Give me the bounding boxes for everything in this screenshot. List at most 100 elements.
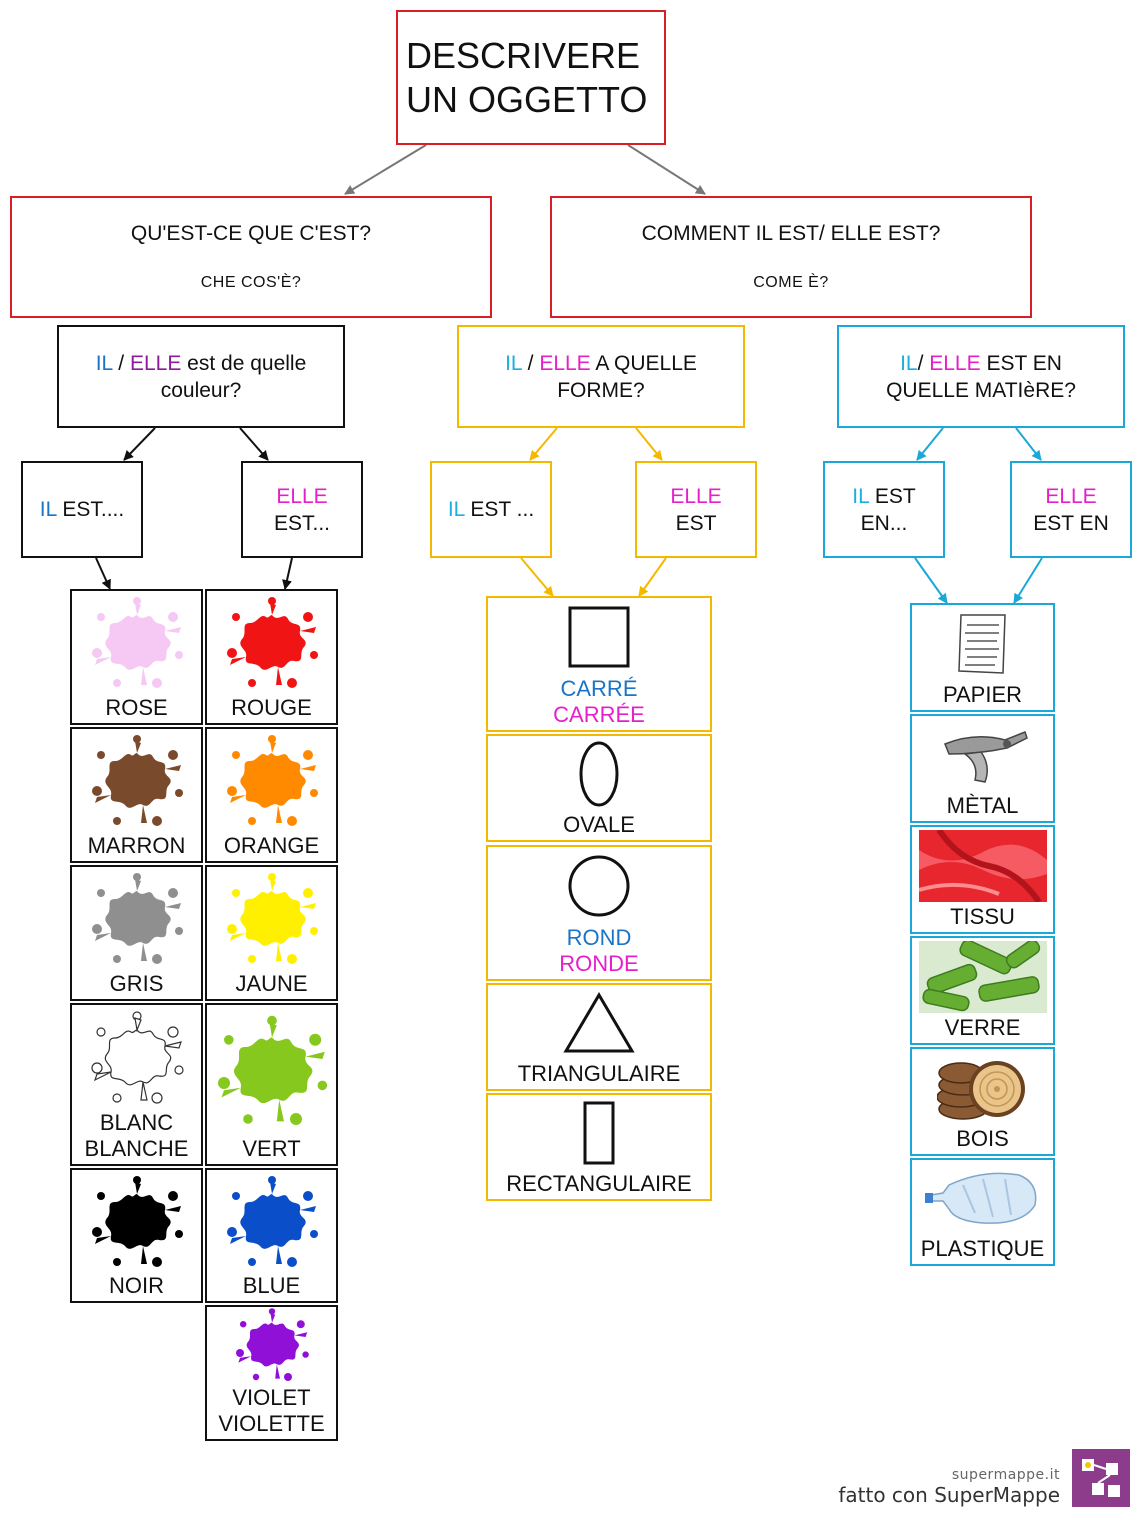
material-question: IL/ ELLE EST EN QUELLE MATIèRE? bbox=[837, 325, 1125, 428]
material-card-tissu: TISSU bbox=[910, 825, 1055, 934]
shape-label: TRIANGULAIRE bbox=[517, 1061, 681, 1086]
root-concept: DESCRIVERE UN OGGETTO bbox=[396, 10, 666, 145]
colour-card-jaune: JAUNE bbox=[205, 865, 338, 1001]
question-what-is-it: QU'EST-CE QUE C'EST? CHE COS'È? bbox=[10, 196, 492, 318]
question-how-is-it: COMMENT IL EST/ ELLE EST? COME È? bbox=[550, 196, 1032, 318]
material-card-verre: VERRE bbox=[910, 936, 1055, 1045]
footer-credit: supermappe.it fatto con SuperMappe bbox=[838, 1467, 1060, 1507]
colour-elle-est: ELLE EST... bbox=[241, 461, 363, 558]
colour-label-2: VIOLETTE bbox=[218, 1411, 325, 1436]
question-what-it: CHE COS'È? bbox=[200, 274, 302, 291]
splat-icon bbox=[207, 1005, 336, 1136]
colour-card-noir: NOIR bbox=[70, 1168, 203, 1303]
root-line-2: UN OGGETTO bbox=[406, 78, 648, 120]
separator: / bbox=[521, 351, 540, 375]
il-word: IL bbox=[900, 351, 918, 375]
shape-question: IL / ELLE A QUELLE FORME? bbox=[457, 325, 745, 428]
shape-card-rectangulaire: RECTANGULAIRE bbox=[486, 1093, 712, 1201]
shape-label-masc: CARRÉ bbox=[560, 676, 638, 701]
material-elle-est-en: ELLE EST EN bbox=[1010, 461, 1132, 558]
colour-card-vert: VERT bbox=[205, 1003, 338, 1166]
en-text: EN... bbox=[860, 511, 908, 535]
colour-label-1: VIOLET bbox=[232, 1385, 311, 1410]
material-card-plastique: PLASTIQUE bbox=[910, 1158, 1055, 1266]
material-il-est-en: IL EST EN... bbox=[823, 461, 945, 558]
elle-word: ELLE bbox=[1045, 484, 1097, 508]
colour-il-est: IL EST.... bbox=[21, 461, 143, 558]
hole-punch-icon bbox=[912, 716, 1053, 793]
splat-icon bbox=[72, 729, 201, 833]
splat-icon bbox=[72, 867, 201, 971]
splat-icon bbox=[72, 1005, 201, 1110]
colour-card-rose: ROSE bbox=[70, 589, 203, 725]
il-word: IL bbox=[95, 351, 113, 375]
splat-icon bbox=[207, 1305, 336, 1385]
est-en-text: EST EN bbox=[1033, 511, 1109, 535]
material-question-text-2: QUELLE MATIèRE? bbox=[886, 378, 1076, 402]
colour-label: MARRON bbox=[87, 833, 186, 858]
material-card-bois: BOIS bbox=[910, 1047, 1055, 1156]
il-word: IL bbox=[505, 351, 522, 375]
colour-label: VERT bbox=[242, 1136, 301, 1161]
colour-question: IL / ELLE est de quelle couleur? bbox=[57, 325, 345, 428]
material-card-papier: PAPIER bbox=[910, 603, 1055, 712]
material-label: TISSU bbox=[950, 904, 1015, 929]
splat-icon bbox=[207, 1170, 336, 1273]
colour-card-blanc: BLANC BLANCHE bbox=[70, 1003, 203, 1166]
footer-site[interactable]: supermappe.it bbox=[951, 1467, 1060, 1483]
colour-label: ROUGE bbox=[231, 695, 312, 720]
splat-icon bbox=[207, 867, 336, 971]
shape-label-fem: RONDE bbox=[559, 951, 639, 976]
shape-elle-est: ELLE EST bbox=[635, 461, 757, 558]
splat-icon bbox=[207, 591, 336, 695]
shape-card-carre: CARRÉ CARRÉE bbox=[486, 596, 712, 732]
colour-card-orange: ORANGE bbox=[205, 727, 338, 863]
splat-icon bbox=[72, 591, 201, 695]
square-icon bbox=[488, 598, 710, 676]
shape-card-rond: ROND RONDE bbox=[486, 845, 712, 981]
elle-word: ELLE bbox=[276, 484, 328, 508]
est-text: EST bbox=[869, 484, 916, 508]
material-label: PAPIER bbox=[942, 682, 1023, 707]
elle-word: ELLE bbox=[539, 351, 591, 375]
est-text: EST... bbox=[273, 511, 331, 535]
shape-card-ovale: OVALE bbox=[486, 734, 712, 842]
plastic-bottle-icon bbox=[912, 1160, 1053, 1236]
triangle-icon bbox=[488, 985, 710, 1061]
red-fabric-icon bbox=[912, 827, 1053, 904]
splat-icon bbox=[72, 1170, 201, 1273]
shape-label: OVALE bbox=[563, 812, 635, 837]
colour-card-marron: MARRON bbox=[70, 727, 203, 863]
oval-icon bbox=[488, 736, 710, 812]
question-how-fr: COMMENT IL EST/ ELLE EST? bbox=[641, 222, 941, 245]
separator: / bbox=[112, 351, 130, 375]
splat-icon bbox=[207, 729, 336, 833]
shape-question-text-2: FORME? bbox=[557, 378, 645, 402]
colour-label: BLUE bbox=[242, 1273, 301, 1298]
green-glass-icon bbox=[912, 938, 1053, 1015]
elle-word: ELLE bbox=[670, 484, 722, 508]
shape-card-triangulaire: TRIANGULAIRE bbox=[486, 983, 712, 1091]
material-label: MÈTAL bbox=[946, 793, 1019, 818]
est-text: EST ... bbox=[464, 498, 535, 521]
material-question-text: EST EN bbox=[980, 351, 1062, 375]
colour-label: NOIR bbox=[109, 1273, 164, 1298]
colour-label: GRIS bbox=[109, 971, 164, 996]
colour-label: ORANGE bbox=[223, 833, 320, 858]
supermappe-logo-icon[interactable] bbox=[1072, 1449, 1130, 1507]
shape-il-est: IL EST ... bbox=[430, 461, 552, 558]
shape-label-masc: ROND bbox=[566, 925, 632, 950]
circle-icon bbox=[488, 847, 710, 925]
shape-question-text: A QUELLE bbox=[590, 351, 697, 375]
colour-card-gris: GRIS bbox=[70, 865, 203, 1001]
colour-label: ROSE bbox=[105, 695, 168, 720]
question-what-fr: QU'EST-CE QUE C'EST? bbox=[130, 222, 372, 245]
colour-label-1: BLANC bbox=[99, 1110, 174, 1135]
footer-credit-text: fatto con SuperMappe bbox=[838, 1483, 1060, 1507]
il-word: IL bbox=[852, 484, 870, 508]
est-text: EST bbox=[675, 511, 717, 535]
elle-word: ELLE bbox=[129, 351, 182, 375]
shape-label-fem: CARRÉE bbox=[553, 702, 645, 727]
colour-question-text-2: couleur? bbox=[160, 378, 242, 402]
